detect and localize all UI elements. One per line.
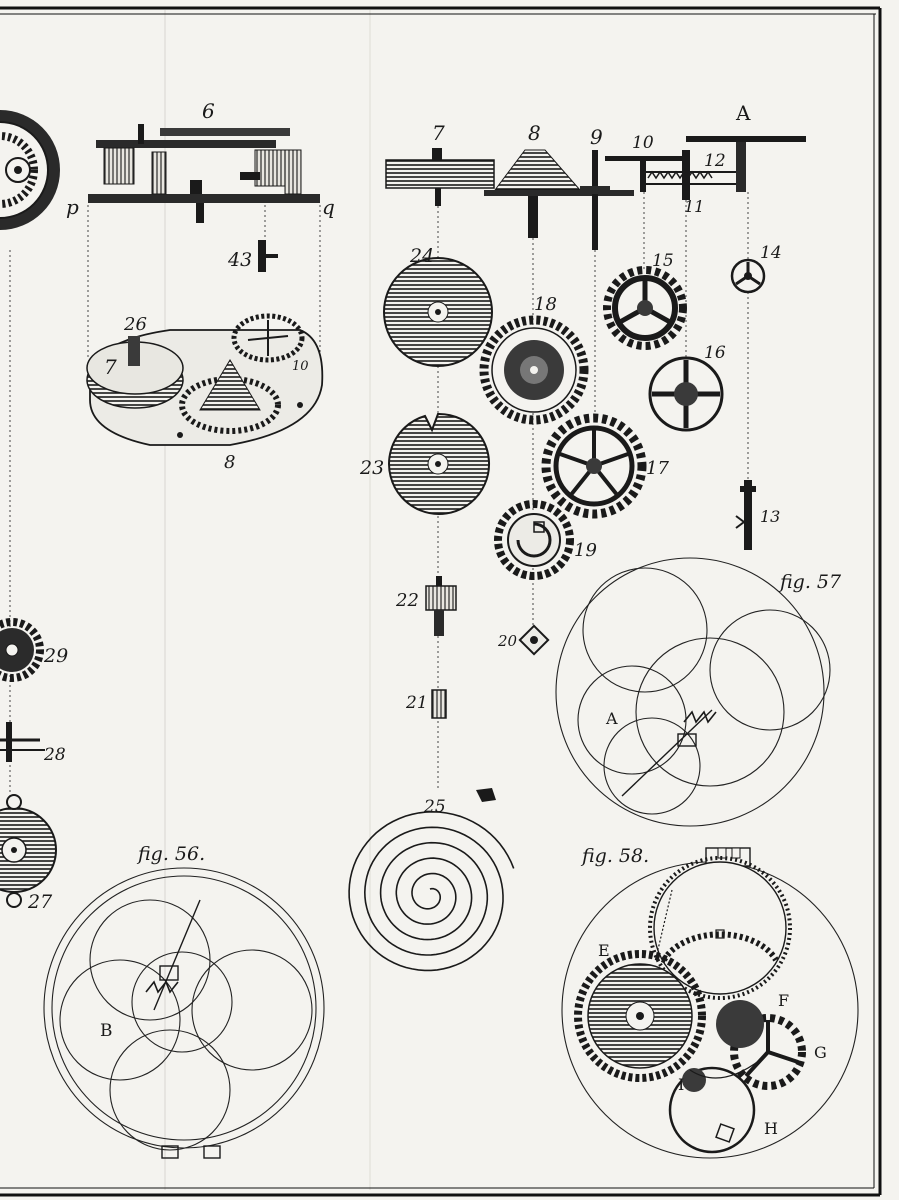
movement-side-view [88,124,320,223]
ratchet-19 [494,500,574,580]
part-number-18: 18 [534,294,557,315]
letter-B: B [100,1021,113,1041]
letter-I: I [678,1075,684,1094]
barrel-24 [383,257,493,367]
train-side-view [385,136,806,250]
part-number-14: 14 [760,243,782,263]
letter-A-top: A [735,101,751,125]
caption-fig-57: fig. 57 [778,571,842,593]
fig-57-diagram [555,557,831,827]
part-number-6: 6 [202,99,215,123]
staff-13 [735,480,756,550]
part-number-9: 9 [590,125,603,149]
letter-p: p [66,195,79,219]
letter-E: E [598,941,610,960]
part-number-28: 28 [43,745,66,765]
part-number-19: 19 [574,540,597,561]
part-number-29: 29 [43,645,68,667]
wheel-17 [541,413,647,519]
arbor-21 [431,689,447,719]
part-number-12: 12 [704,151,726,171]
wheel-18 [479,315,589,425]
letter-F: F [778,991,789,1010]
part-number-10: 10 [632,133,654,153]
caption-fig-56: fig. 56. [136,843,205,865]
wheel-15 [603,266,687,350]
piece-20 [518,624,550,656]
part-number-23: 23 [359,457,384,479]
part-number-17: 17 [646,458,669,479]
plate-label-8: 8 [224,452,235,473]
plate-label-7: 7 [104,355,117,379]
part-number-16: 16 [704,343,726,363]
part-28 [0,722,45,762]
part-27 [0,794,57,908]
part-number-8: 8 [528,121,541,145]
caption-fig-58: fig. 58. [580,845,649,867]
letter-A-fig57: A [605,709,618,728]
letter-H: H [764,1119,778,1138]
part-number-15: 15 [652,251,674,271]
wheel-16 [648,356,724,432]
part-number-24: 24 [409,245,434,267]
arbor-22 [425,576,457,636]
piece-14 [730,258,766,294]
fig-58-diagram [561,847,859,1159]
part-number-20: 20 [497,632,518,650]
letter-q: q [322,195,335,219]
movement-perspective [86,313,324,446]
mainspring-25 [348,788,515,972]
fig-56-diagram [43,867,325,1159]
letter-G: G [814,1043,827,1062]
part-43 [258,240,278,272]
wheel-29 [0,618,44,682]
part-number-11: 11 [684,197,704,216]
part-number-27: 27 [27,891,53,913]
plate-label-10: 10 [292,359,309,374]
part-number-25: 25 [423,797,446,817]
part-number-21: 21 [405,693,428,713]
part-number-22: 22 [395,590,419,611]
dial-fragment [0,110,60,230]
part-number-26: 26 [123,314,147,335]
part-number-43: 43 [227,249,252,271]
barrel-cover-23 [388,412,491,515]
plate-frame [0,6,882,1197]
part-number-7: 7 [432,121,445,145]
part-number-13: 13 [760,507,780,526]
